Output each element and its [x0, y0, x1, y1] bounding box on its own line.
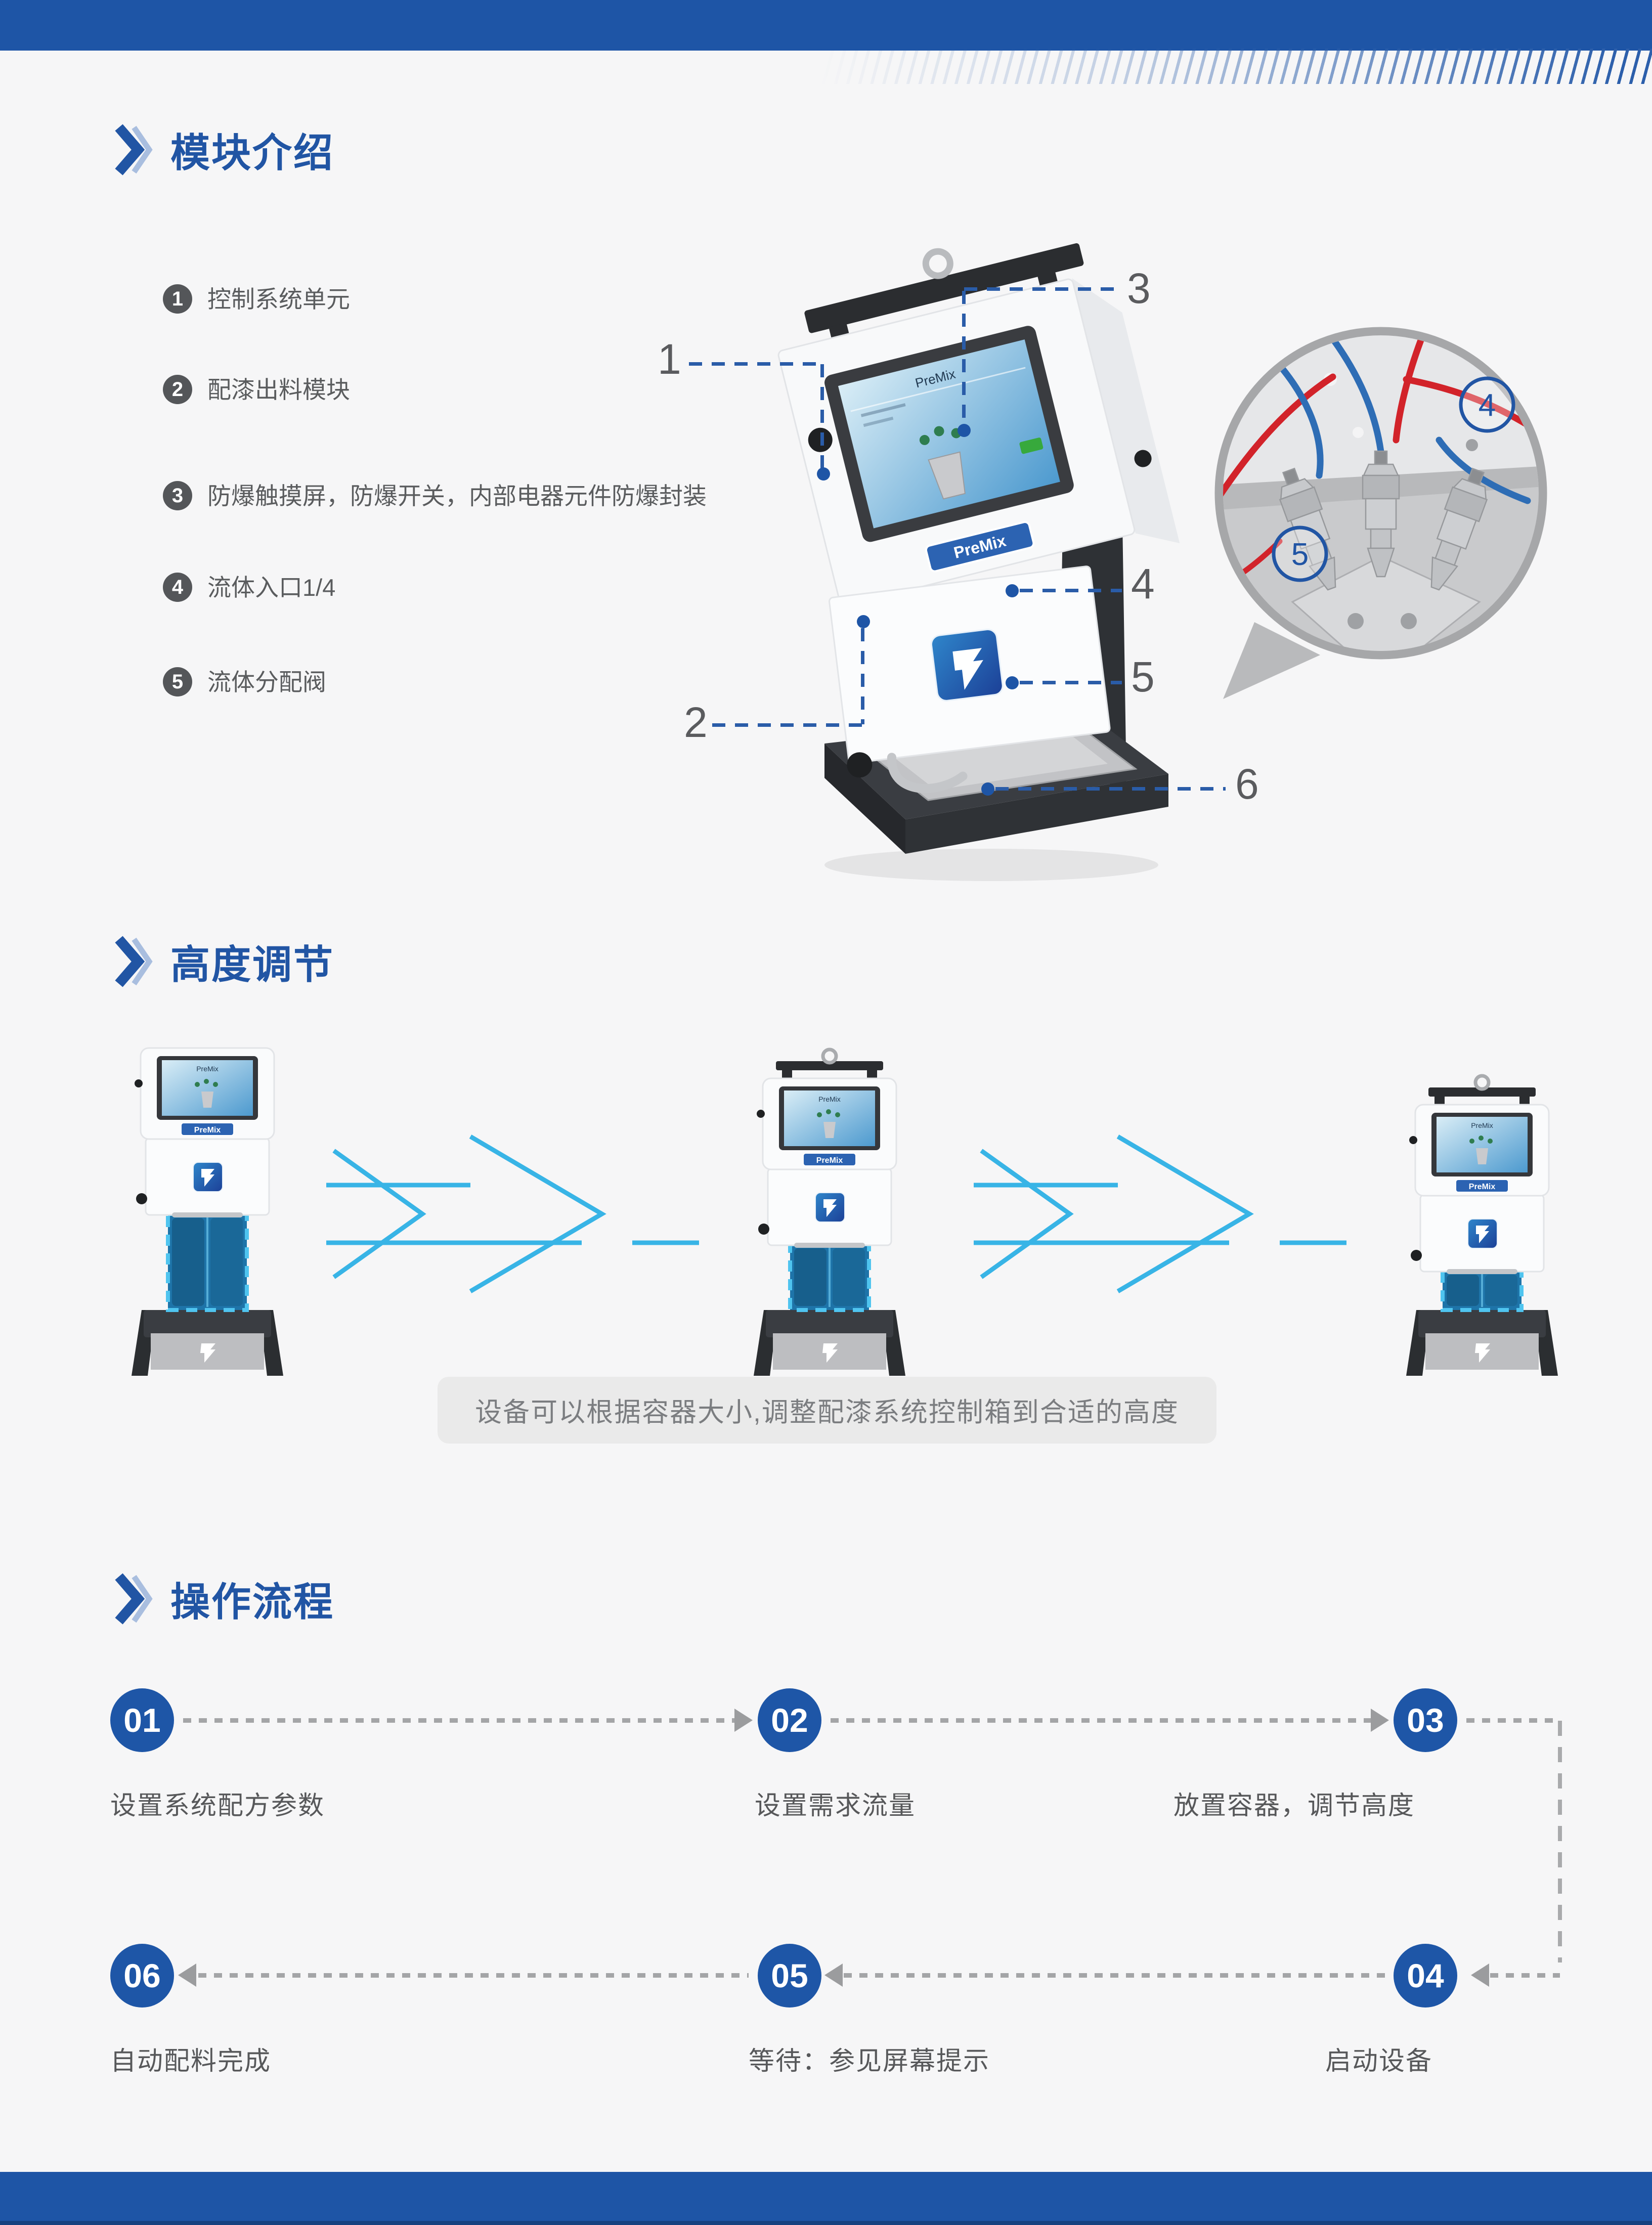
- module-list-item: 1 控制系统单元: [163, 283, 350, 316]
- callout-line-1: [689, 362, 824, 366]
- detail-badge-4: 4: [1459, 376, 1515, 433]
- callout-number-1: 1: [658, 335, 681, 383]
- double-chevron-icon: [115, 936, 153, 987]
- module-item-label: 流体分配阀: [207, 669, 326, 695]
- callout-line-1: [820, 364, 824, 470]
- flow-connector-02-03: [831, 1718, 1371, 1723]
- step-label-01: 设置系统配方参数: [110, 1791, 325, 1820]
- step-label-03: 放置容器，调节高度: [1173, 1791, 1415, 1820]
- callout-number-2: 2: [684, 699, 708, 746]
- module-item-number: 4: [163, 573, 192, 602]
- module-item-label: 流体入口1/4: [207, 574, 336, 601]
- screen-title-text: PreMix: [818, 1095, 841, 1103]
- callout-line-6: [995, 787, 1226, 791]
- callout-dot-6: [981, 782, 994, 796]
- premix-badge-text: PreMix: [194, 1126, 221, 1135]
- flow-connector-03-corner: [1466, 1718, 1560, 1723]
- callout-dot-5: [1006, 676, 1019, 689]
- step-circle-05: 05: [758, 1944, 821, 2008]
- footer-bar-edge: [0, 2221, 1652, 2225]
- callout-number-3: 3: [1127, 265, 1151, 312]
- footer-bar: [0, 2172, 1652, 2225]
- step-circle-02: 02: [758, 1688, 821, 1752]
- paint-dispenser-machine-illustration: PreMix PreMix: [777, 243, 1180, 881]
- flow-arrow-right: [974, 1135, 1346, 1293]
- callout-line-3: [964, 287, 1121, 291]
- callout-dot-1: [817, 467, 830, 481]
- callout-line-5: [1020, 681, 1122, 684]
- module-item-number: 5: [163, 667, 192, 696]
- step-circle-03: 03: [1394, 1688, 1457, 1752]
- detail-badge-5-number: 5: [1291, 537, 1309, 572]
- callout-dot-3: [958, 424, 971, 437]
- callout-dot-4: [1006, 584, 1019, 597]
- height-machine-stage-2: PreMix PreMix: [754, 1048, 905, 1376]
- callout-line-3: [962, 291, 966, 423]
- module-item-number: 1: [163, 284, 192, 314]
- height-machine-stage-3: PreMix PreMix: [1406, 1074, 1558, 1376]
- module-item-label: 控制系统单元: [207, 286, 350, 313]
- callout-line-2: [712, 723, 864, 727]
- callout-line-4: [1020, 589, 1122, 592]
- module-item-number: 3: [163, 481, 192, 510]
- step-circle-06: 06: [110, 1944, 174, 2008]
- step-circle-01: 01: [110, 1688, 174, 1752]
- screen-title-text: PreMix: [196, 1065, 219, 1073]
- valve-detail-bubble: 4 5: [1214, 327, 1547, 699]
- premix-badge-text: PreMix: [816, 1156, 843, 1165]
- step-circle-04: 04: [1394, 1944, 1457, 2008]
- flow-connector-01-02: [183, 1718, 734, 1723]
- module-list-item: 5 流体分配阀: [163, 666, 326, 699]
- detail-badge-5: 5: [1272, 526, 1328, 582]
- callout-number-6: 6: [1235, 760, 1259, 808]
- flow-arrowhead-into-02: [734, 1709, 753, 1732]
- section-modules-title: 模块介绍: [114, 121, 334, 178]
- flow-arrowhead-into-04: [1471, 1964, 1489, 1987]
- page-title: 模块介绍: [170, 130, 335, 175]
- step-label-06: 自动配料完成: [110, 2046, 272, 2075]
- section-process-title: 操作流程: [114, 1570, 334, 1627]
- flow-arrowhead-into-06: [178, 1964, 196, 1987]
- header-bar: [0, 0, 1652, 51]
- callout-dot-2: [857, 615, 870, 628]
- flow-arrowhead-into-05: [824, 1964, 843, 1987]
- module-item-label: 配漆出料模块: [207, 376, 350, 403]
- step-label-04: 启动设备: [1325, 2046, 1433, 2075]
- callout-number-5: 5: [1131, 653, 1155, 701]
- module-list-item: 4 流体入口1/4: [163, 572, 335, 604]
- callout-line-2: [861, 628, 864, 724]
- double-chevron-icon: [115, 1573, 153, 1625]
- flow-connector-05-06: [198, 1973, 749, 1978]
- callout-number-4: 4: [1131, 560, 1155, 607]
- section-height-title: 高度调节: [114, 933, 334, 990]
- flow-connector-04-05: [844, 1973, 1390, 1978]
- module-list-item: 3 防爆触摸屏，防爆开关，内部电器元件防爆封装: [163, 480, 709, 512]
- premix-badge-text: PreMix: [1469, 1183, 1496, 1191]
- section-process-title-text: 操作流程: [170, 1580, 335, 1624]
- section-height-title-text: 高度调节: [170, 942, 335, 987]
- detail-badge-4-number: 4: [1479, 388, 1496, 423]
- step-label-05: 等待：参见屏幕提示: [749, 2046, 990, 2075]
- flow-connector-vertical: [1558, 1721, 1562, 1962]
- module-item-label: 防爆触摸屏，防爆开关，内部电器元件防爆封装: [207, 483, 707, 509]
- module-list-item: 2 配漆出料模块: [163, 374, 350, 406]
- header-diagonal-stripes: [819, 49, 1652, 84]
- step-label-02: 设置需求流量: [755, 1791, 916, 1820]
- flow-connector-corner-04: [1490, 1973, 1560, 1978]
- module-item-number: 2: [163, 375, 192, 404]
- height-adjust-caption-text: 设备可以根据容器大小,调整配漆系统控制箱到合适的高度: [475, 1398, 1179, 1427]
- double-chevron-icon: [115, 124, 153, 176]
- screen-title-text: PreMix: [1471, 1121, 1493, 1129]
- height-machine-stage-1: PreMix PreMix: [132, 1047, 283, 1376]
- flow-arrow-right: [326, 1135, 699, 1293]
- height-adjust-caption: 设备可以根据容器大小,调整配漆系统控制箱到合适的高度: [438, 1377, 1216, 1444]
- flow-arrowhead-into-03: [1371, 1709, 1389, 1732]
